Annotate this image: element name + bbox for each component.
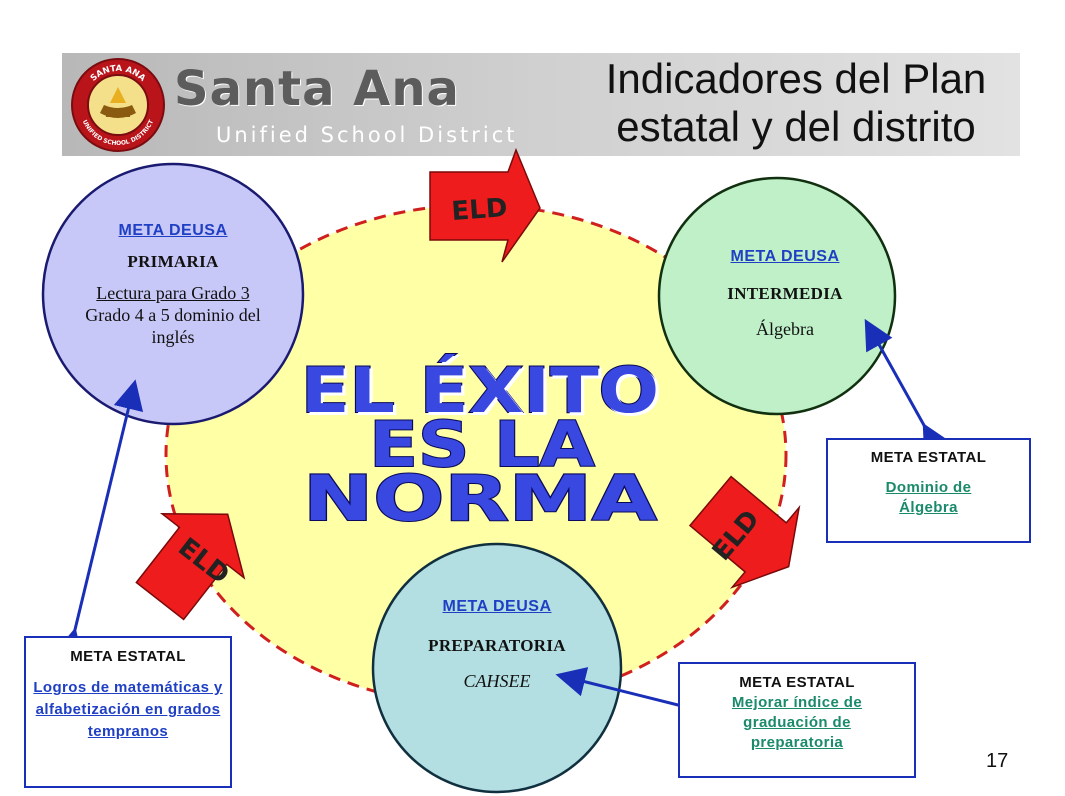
primaria-lead: META DEUSA bbox=[118, 222, 228, 239]
intermedia-lead: META DEUSA bbox=[730, 248, 840, 265]
slogan-line-1: EL ÉXITO bbox=[301, 354, 659, 427]
graduacion-box-text: Mejorar índice de graduación de preparat… bbox=[731, 694, 863, 751]
primaria-text-2: Grado 4 a 5 dominio del inglés bbox=[85, 305, 261, 347]
intermedia-goal-circle: META DEUSA INTERMEDIA Álgebra bbox=[680, 248, 890, 368]
connector-logros-primaria bbox=[53, 379, 144, 661]
eld-arrow-top: ELD bbox=[429, 147, 541, 263]
header-banner: SANTA ANA UNIFIED SCHOOL DISTRICT Santa … bbox=[62, 53, 1020, 156]
slogan-line-2: ES LA bbox=[369, 408, 595, 480]
preparatoria-goal-circle: META DEUSA PREPARATORIA CAHSEE bbox=[392, 598, 602, 718]
logros-box-title: META ESTATAL bbox=[70, 648, 186, 665]
preparatoria-lead: META DEUSA bbox=[442, 598, 552, 615]
eld-arrow-top-label: ELD bbox=[451, 193, 509, 227]
logros-box-text: Logros de matemáticas y alfabetización e… bbox=[33, 679, 223, 740]
page-title: Indicadores del Plan estatal y del distr… bbox=[586, 55, 1006, 151]
brand-subtitle: Unified School District bbox=[216, 123, 518, 147]
graduacion-box-title: META ESTATAL bbox=[739, 674, 855, 691]
connector-algebra-intermedia bbox=[864, 318, 951, 457]
page-number: 17 bbox=[986, 750, 1009, 772]
primaria-circle-shape bbox=[41, 162, 305, 426]
preparatoria-level: PREPARATORIA bbox=[428, 636, 566, 655]
intermedia-text-1: Álgebra bbox=[756, 319, 814, 339]
primaria-text-1: Lectura para Grado 3 bbox=[96, 283, 250, 303]
title-line-2: estatal y del distrito bbox=[616, 103, 976, 150]
algebra-box-title: META ESTATAL bbox=[870, 449, 987, 466]
title-line-1: Indicadores del Plan bbox=[605, 55, 987, 102]
state-goal-algebra: META ESTATAL Dominio de Álgebra bbox=[826, 438, 1031, 543]
slogan-line-3: NORMA bbox=[303, 464, 657, 536]
algebra-box-text: Dominio de Álgebra bbox=[885, 479, 972, 516]
state-goal-logros: META ESTATAL Logros de matemáticas y alf… bbox=[24, 636, 232, 788]
primaria-goal-circle: META DEUSA PRIMARIA Lectura para Grado 3… bbox=[48, 222, 298, 392]
district-seal-icon: SANTA ANA UNIFIED SCHOOL DISTRICT bbox=[71, 58, 165, 152]
intermedia-circle-shape bbox=[657, 176, 897, 416]
state-goal-graduacion: META ESTATAL Mejorar índice de graduació… bbox=[678, 662, 916, 778]
eld-arrow-right: ELD bbox=[688, 475, 801, 589]
primaria-level: PRIMARIA bbox=[127, 252, 219, 271]
connector-graduacion-preparatoria bbox=[555, 667, 709, 727]
center-slogan: EL ÉXITO ES LA NORMA bbox=[300, 352, 660, 536]
brand-name: Santa Ana bbox=[174, 61, 460, 117]
preparatoria-text-1: CAHSEE bbox=[463, 671, 531, 691]
intermedia-level: INTERMEDIA bbox=[727, 284, 843, 303]
